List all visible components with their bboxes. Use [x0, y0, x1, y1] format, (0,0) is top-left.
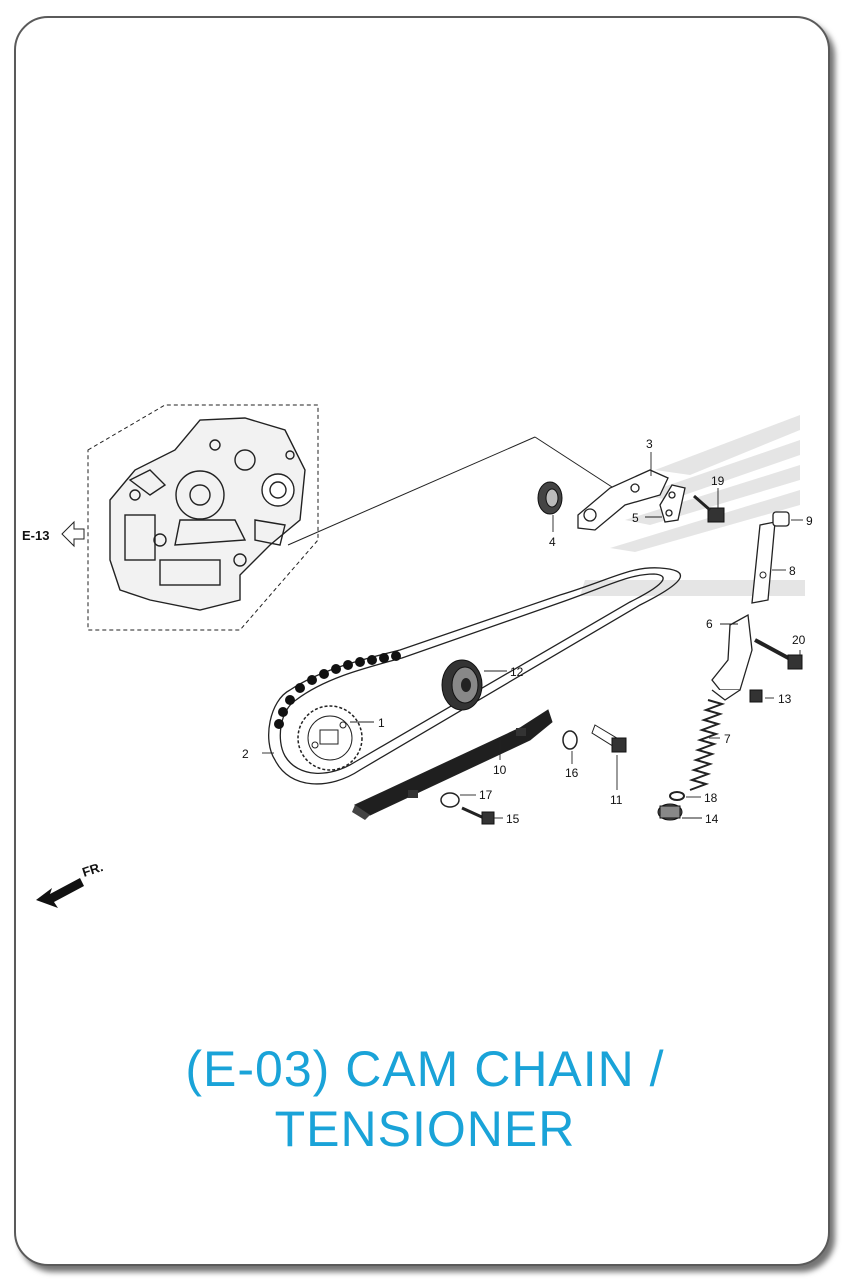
cam-sprocket [297, 705, 363, 771]
callout-6: 6 [706, 617, 713, 631]
part-4-roller [537, 481, 563, 515]
cam-chain [268, 567, 681, 785]
crankcase-callout [87, 404, 613, 631]
callout-19: 19 [711, 474, 725, 488]
clip-18 [669, 791, 685, 801]
callout-10: 10 [493, 763, 507, 777]
callout-8: 8 [789, 564, 796, 578]
callout-17: 17 [479, 788, 493, 802]
callout-12: 12 [510, 665, 524, 679]
page-card [14, 16, 830, 1266]
tensioner-roller [441, 659, 483, 711]
plug-14 [657, 803, 683, 821]
reference-arrow-e13[interactable]: E-13 [22, 520, 85, 548]
crankcase-illustration [109, 417, 306, 611]
bolt-15 [461, 806, 495, 825]
callout-11: 11 [610, 793, 623, 807]
bolt-19 [693, 494, 725, 523]
callout-18: 18 [704, 791, 718, 805]
callout-1: 1 [378, 716, 385, 730]
callout-20: 20 [792, 633, 806, 647]
tensioner-plate [659, 484, 686, 523]
callout-4: 4 [549, 535, 556, 549]
tensioner-bracket [711, 613, 753, 701]
callout-3: 3 [646, 437, 653, 451]
front-direction-arrow: FR. [36, 859, 105, 908]
washer-17 [440, 792, 460, 808]
chain-links [274, 651, 401, 729]
front-label: FR. [80, 859, 105, 880]
callout-13: 13 [778, 692, 792, 706]
page-title-line-1: (E-03) CAM CHAIN / [185, 1041, 665, 1097]
brand-watermark [580, 415, 805, 596]
callout-16: 16 [565, 766, 579, 780]
bolt-11 [591, 724, 627, 753]
page-title-line-2: TENSIONER [274, 1101, 576, 1157]
callout-9: 9 [806, 514, 813, 528]
chain-guide [352, 709, 553, 820]
leader-lines [262, 452, 803, 819]
reference-label: E-13 [22, 528, 49, 543]
callout-14: 14 [705, 812, 719, 826]
callout-15: 15 [506, 812, 520, 826]
washer-16 [562, 730, 578, 750]
callout-2: 2 [242, 747, 249, 761]
bolt-13 [749, 689, 763, 703]
tensioner-spring [688, 699, 726, 791]
callout-5: 5 [632, 511, 639, 525]
callout-7: 7 [724, 732, 731, 746]
tensioner-pin [751, 511, 790, 604]
tensioner-arm [577, 469, 669, 531]
callout-numbers: 1 2 3 4 5 6 7 8 9 10 11 12 13 14 15 16 1… [242, 437, 813, 826]
bolt-20 [754, 638, 803, 670]
